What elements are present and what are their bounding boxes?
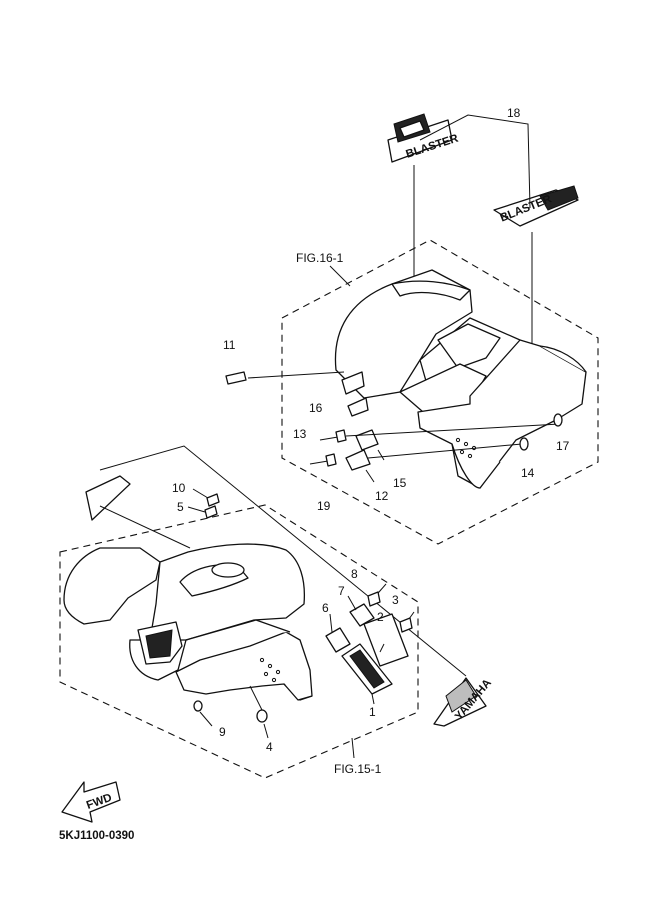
leader-6 <box>329 613 333 633</box>
callout-12: 12 <box>375 489 389 503</box>
leader-4 <box>263 723 269 739</box>
sticker-11 <box>225 371 247 385</box>
screw-8 <box>367 583 387 607</box>
callout-3: 3 <box>392 593 399 607</box>
front-decal-right: YAMAHA <box>433 677 494 727</box>
leader-front-decal <box>99 505 191 549</box>
callout-8: 8 <box>351 567 358 581</box>
leader-11 <box>247 371 345 379</box>
callout-14: 14 <box>521 466 535 480</box>
rear-fender <box>334 269 587 489</box>
callout-9: 9 <box>219 725 226 739</box>
callout-15: 15 <box>393 476 407 490</box>
emblem-10 <box>206 493 220 507</box>
nut-9 <box>193 700 203 712</box>
leader-fig-rear <box>329 265 351 287</box>
leader-fig-front <box>351 737 355 759</box>
callout-18: 18 <box>507 106 521 120</box>
leader-4-upper <box>249 685 263 711</box>
emblem-5 <box>204 505 218 519</box>
reflector-2 <box>363 613 409 667</box>
rear-decal-right: BLASTER <box>493 185 579 227</box>
fig-rear-label: FIG.16-1 <box>296 251 344 265</box>
callout-10: 10 <box>172 481 186 495</box>
leader-12 <box>365 469 375 483</box>
reflector-1 <box>341 643 393 695</box>
leader-7 <box>347 595 357 611</box>
callout-13: 13 <box>293 427 307 441</box>
figure-code: 5KJ1100-0390 <box>59 830 134 842</box>
rear-decal-left: BLASTER <box>387 113 460 163</box>
leader-15 <box>377 449 385 461</box>
screw-3 <box>399 611 415 633</box>
rear-fender-group-outline <box>281 239 599 545</box>
front-decal-left <box>85 475 131 521</box>
leader-9 <box>199 711 213 727</box>
front-fender <box>63 543 313 701</box>
leader-18 <box>419 114 531 209</box>
callout-16: 16 <box>309 401 323 415</box>
callout-17: 17 <box>556 439 570 453</box>
leader-1 <box>371 693 375 705</box>
reflector-12 <box>345 449 371 471</box>
nut-17 <box>553 413 563 427</box>
leader-2 <box>379 643 385 653</box>
callout-19: 19 <box>317 499 331 513</box>
leader-5 <box>187 506 206 513</box>
leader-14-line <box>367 443 523 459</box>
screw-13 <box>309 453 337 467</box>
reflector-6 <box>325 627 351 653</box>
callout-7: 7 <box>338 584 345 598</box>
fwd-arrow-icon: FWD <box>61 781 121 823</box>
callout-4: 4 <box>266 740 273 754</box>
callout-5: 5 <box>177 500 184 514</box>
callout-6: 6 <box>322 601 329 615</box>
screw-16 <box>319 423 561 443</box>
leader-10 <box>192 488 209 499</box>
callout-2: 2 <box>377 610 384 624</box>
callout-1: 1 <box>369 705 376 719</box>
callout-11: 11 <box>223 338 236 352</box>
nut-14 <box>519 437 529 451</box>
fig-front-label: FIG.15-1 <box>334 762 382 776</box>
nut-4 <box>256 709 268 723</box>
front-fender-group-outline <box>59 504 419 779</box>
reflector-15 <box>355 429 379 451</box>
